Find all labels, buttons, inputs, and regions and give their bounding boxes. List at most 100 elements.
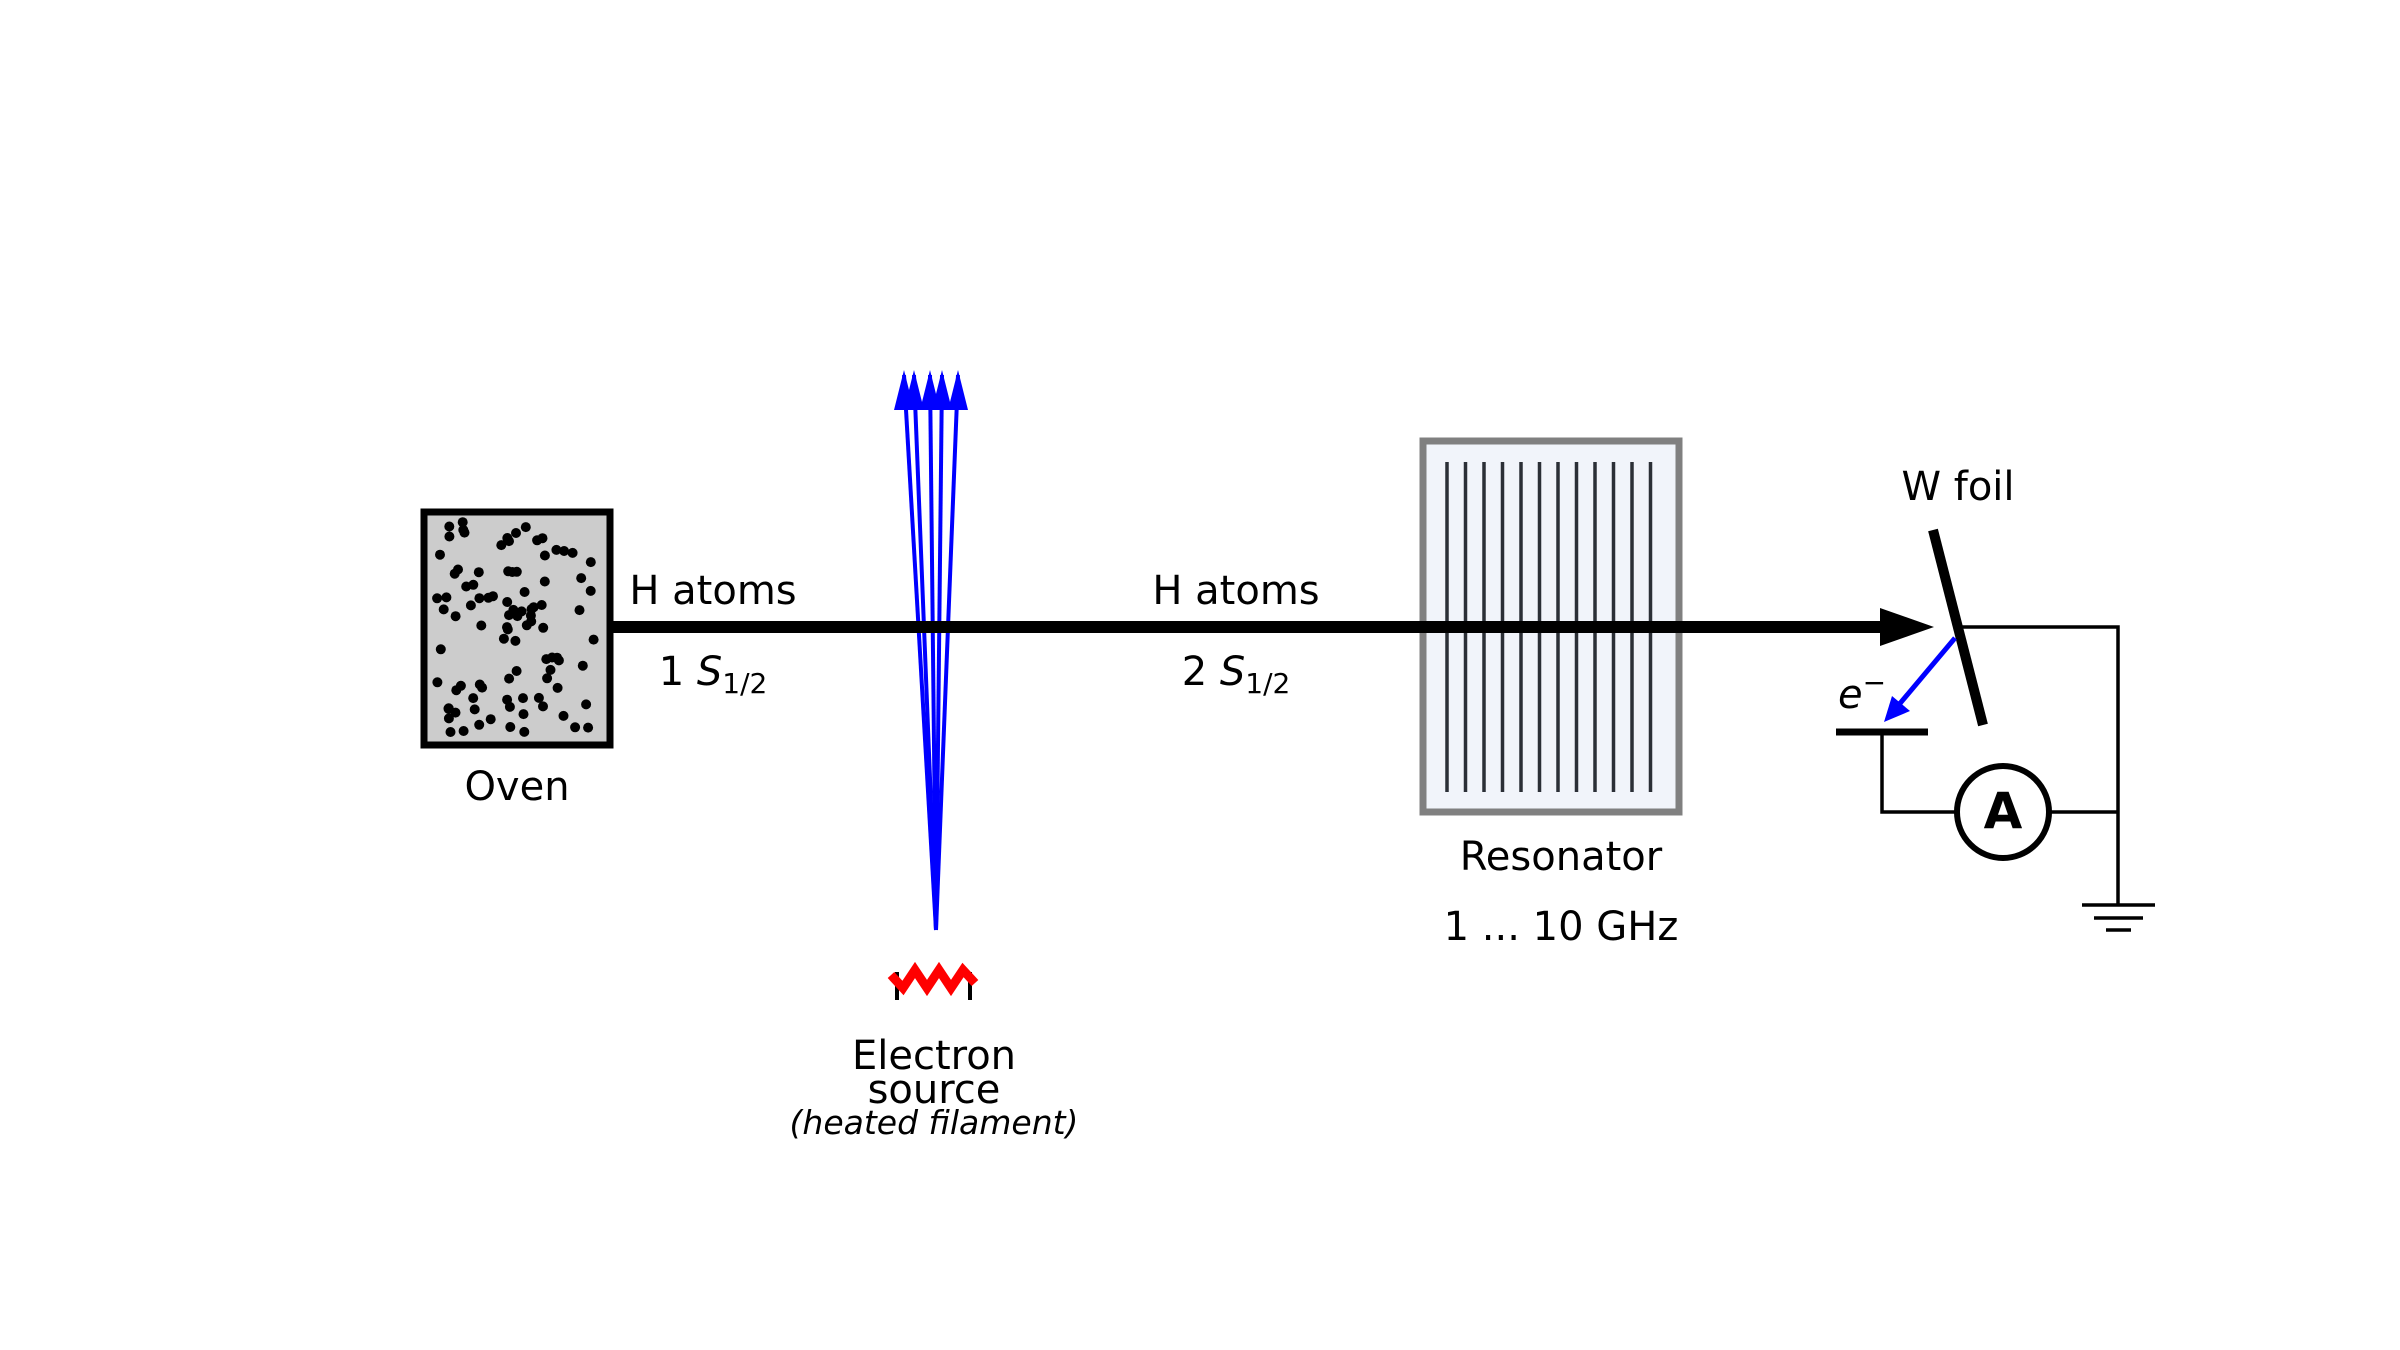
- resonator: Resonator 1 ... 10 GHz: [1419, 437, 1683, 950]
- oven-atom: [567, 547, 578, 558]
- oven-box: [420, 508, 614, 749]
- resonator-label: Resonator: [1460, 834, 1663, 880]
- electron-symbol: e−: [1838, 666, 1886, 718]
- oven-label: Oven: [464, 764, 569, 810]
- oven-atom: [438, 604, 449, 615]
- oven-atom: [473, 567, 484, 578]
- emitted-electron-path: [1895, 636, 1957, 709]
- circuit-wire-top: [1958, 625, 2120, 905]
- oven-atom: [585, 585, 596, 596]
- oven-atom: [432, 593, 443, 604]
- oven-atom: [574, 605, 585, 616]
- oven-atom: [504, 673, 515, 684]
- oven-atom: [445, 727, 456, 737]
- beam-state-1: 1 S1/2: [659, 649, 768, 700]
- oven-atom: [519, 726, 530, 737]
- electron-arrowhead: [948, 370, 968, 410]
- oven-atom: [502, 622, 512, 633]
- beam-label-2: H atoms: [1152, 568, 1319, 614]
- oven-atom: [536, 600, 547, 610]
- detector: W foil e− A: [1836, 464, 2155, 932]
- oven-atom: [450, 611, 461, 622]
- oven-atom: [468, 693, 479, 704]
- electron-source-note: (heated filament): [790, 1103, 1079, 1142]
- oven-atom: [581, 699, 592, 710]
- electron-source-line1: Electron: [852, 1033, 1016, 1079]
- oven-atom: [528, 602, 539, 613]
- oven-atom: [474, 719, 485, 730]
- oven-atom: [518, 709, 529, 720]
- oven-atom: [538, 622, 549, 633]
- oven-atom: [533, 692, 544, 703]
- oven-atom: [551, 544, 562, 555]
- oven-atom: [539, 550, 550, 561]
- emitted-electron-arrowhead: [1884, 696, 1910, 722]
- oven-atom: [435, 644, 446, 655]
- oven-atom: [474, 593, 485, 604]
- oven-atom: [504, 701, 515, 712]
- oven-atom: [483, 592, 494, 603]
- electron-path: [934, 374, 944, 931]
- oven-atom: [485, 714, 496, 725]
- oven-atom: [444, 521, 455, 532]
- w-foil-label: W foil: [1901, 464, 2014, 510]
- oven-atom: [545, 664, 556, 675]
- electron-path: [934, 374, 960, 931]
- oven-atom: [538, 701, 548, 712]
- electron-source-line2: source: [868, 1067, 1001, 1113]
- oven-atom: [435, 549, 445, 560]
- oven-atom: [469, 704, 480, 715]
- oven-atom: [450, 707, 461, 718]
- oven-atom: [576, 573, 587, 584]
- oven-atom: [453, 564, 463, 575]
- oven-atom: [507, 567, 518, 577]
- ammeter-symbol: A: [1984, 782, 2023, 840]
- oven: Oven: [420, 508, 614, 810]
- oven-atom: [458, 524, 469, 535]
- oven-atom: [496, 540, 507, 551]
- oven-atom: [577, 660, 588, 671]
- ammeter: [1954, 763, 2052, 861]
- oven-atom: [542, 673, 553, 684]
- oven-atom: [510, 635, 521, 646]
- oven-atoms: [432, 517, 599, 737]
- oven-atom: [583, 722, 594, 733]
- beam-arrowhead: [1880, 608, 1934, 646]
- beam-state-2: 2 S1/2: [1182, 649, 1291, 700]
- oven-atom: [520, 522, 531, 533]
- oven-atom: [511, 528, 521, 538]
- oven-atom: [518, 693, 528, 704]
- electron-source: Electron source (heated filament): [790, 961, 1079, 1142]
- oven-atom: [559, 546, 570, 556]
- electron-fan: [894, 370, 968, 931]
- oven-atom: [532, 535, 543, 546]
- electron-path: [912, 374, 938, 931]
- resonator-frequency: 1 ... 10 GHz: [1444, 904, 1679, 950]
- oven-atom: [512, 611, 523, 622]
- oven-atom: [505, 722, 516, 732]
- oven-atom: [502, 597, 513, 607]
- oven-atom: [547, 652, 558, 663]
- oven-atom: [457, 517, 468, 528]
- oven-atom: [511, 666, 522, 676]
- oven-atom: [552, 682, 563, 693]
- oven-atom: [498, 633, 509, 644]
- oven-atom: [474, 679, 485, 690]
- oven-atom: [558, 710, 569, 721]
- heated-filament: [887, 961, 979, 997]
- oven-atom: [443, 713, 454, 724]
- beam-label-1: H atoms: [629, 568, 796, 614]
- oven-atom: [526, 616, 537, 627]
- oven-atom: [570, 722, 581, 733]
- ground-icon: [2082, 903, 2155, 932]
- oven-atom: [432, 677, 443, 688]
- circuit-wire-collector: [1880, 732, 1957, 814]
- oven-atom: [444, 531, 455, 542]
- oven-atom: [588, 634, 599, 645]
- oven-atom: [502, 533, 513, 543]
- oven-atom: [465, 600, 476, 611]
- oven-atom: [519, 587, 530, 597]
- oven-atom: [476, 620, 487, 631]
- oven-atom: [461, 581, 472, 592]
